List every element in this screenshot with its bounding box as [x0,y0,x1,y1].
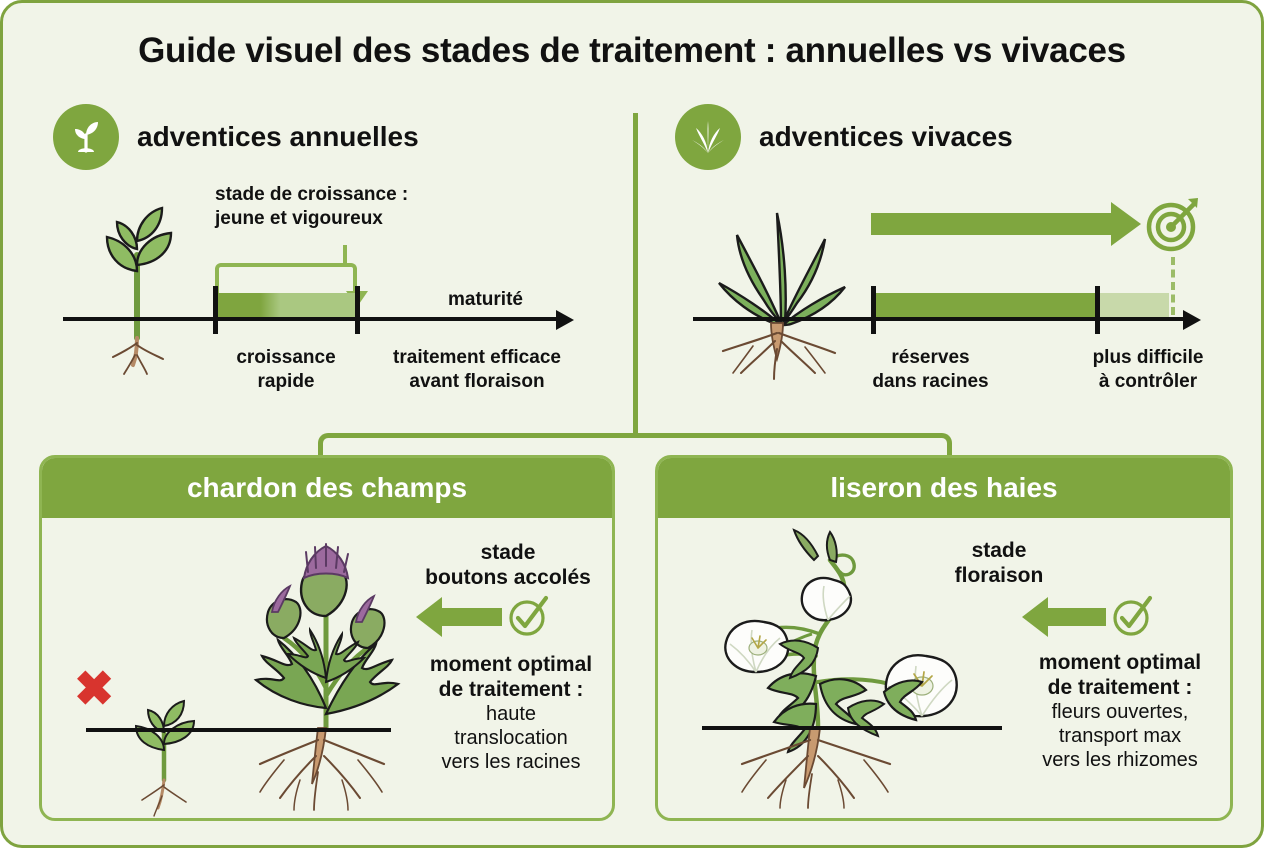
card-thistle-body: ✖ [42,518,612,818]
check-circle-icon [506,592,554,640]
axis-tick-end [355,286,360,334]
caption-harder-control: plus difficile à contrôler [1092,347,1204,392]
axis-maturity-label: maturité [448,289,523,310]
thistle-pointer-arrow-body [442,608,502,626]
card-bindweed-title: liseron des haies [830,472,1058,503]
timeline-axis-arrowhead [556,310,574,330]
caption-rapid-growth: croissance rapide [236,347,336,392]
caption-root-reserves: réserves dans racines [872,347,989,392]
card-thistle: chardon des champs ✖ [39,455,615,821]
ground-line [86,728,391,732]
young-seedling-illustration [67,193,207,378]
harder-control-band [1097,293,1169,319]
target-bullseye-icon [1143,193,1205,255]
progression-arrow-body [871,213,1111,235]
timeline-axis [63,317,558,321]
caption-effective-treatment: traitement efficace avant floraison [393,347,561,392]
thistle-stage-label: stade boutons accolés [425,541,591,590]
column-header-perennials: adventices vivaces [675,104,1013,170]
column-header-annuals-label: adventices annuelles [137,121,419,152]
perennial-rosette-icon [675,104,741,170]
thistle-optimal-timing: moment optimal de traitement : haute tra… [429,653,593,774]
progression-arrow-head [1111,202,1141,246]
bindweed-pointer-arrow-head [1022,597,1048,637]
card-bindweed-body: stade floraison moment optimal de traite… [658,518,1230,818]
young-seedling-illustration [104,688,224,818]
axis-tick-difficult [1095,286,1100,334]
check-circle-icon [1110,592,1158,640]
bindweed-pointer-arrow-body [1048,608,1106,626]
reserves-band [873,293,1095,319]
red-x-icon: ✖ [74,663,115,716]
bindweed-optimal-timing: moment optimal de traitement : fleurs ou… [1038,651,1202,772]
column-divider [633,113,638,438]
connector-bracket [318,433,952,473]
timeline-axis [693,317,1185,321]
axis-tick-reserves [871,286,876,334]
card-bindweed-header: liseron des haies [658,458,1230,518]
column-header-perennials-label: adventices vivaces [759,121,1013,152]
thistle-pointer-arrow-head [416,597,442,637]
card-thistle-title: chardon des champs [186,472,468,503]
target-drop-line [1171,257,1175,315]
page-title: Guide visuel des stades de traitement : … [138,31,1126,70]
card-bindweed: liseron des haies [655,455,1233,821]
timeline-axis-arrowhead [1183,310,1201,330]
growth-band [215,293,357,319]
ground-line [702,726,1002,730]
timeline-perennials: réserves dans racines plus difficile à c… [693,183,1203,413]
timeline-annuals: stade de croissance : jeune et vigoureux… [63,183,588,413]
bindweed-stage-label: stade floraison [954,539,1044,588]
stage-bracket-stem [343,245,347,265]
card-thistle-header: chardon des champs [42,458,612,518]
stage-bracket [215,263,357,293]
column-header-annuals: adventices annuelles [53,104,419,170]
thistle-illustration [222,528,432,818]
axis-tick-start [213,286,218,334]
seedling-icon [53,104,119,170]
bindweed-illustration [694,526,1014,816]
perennial-weed-illustration [693,183,868,383]
